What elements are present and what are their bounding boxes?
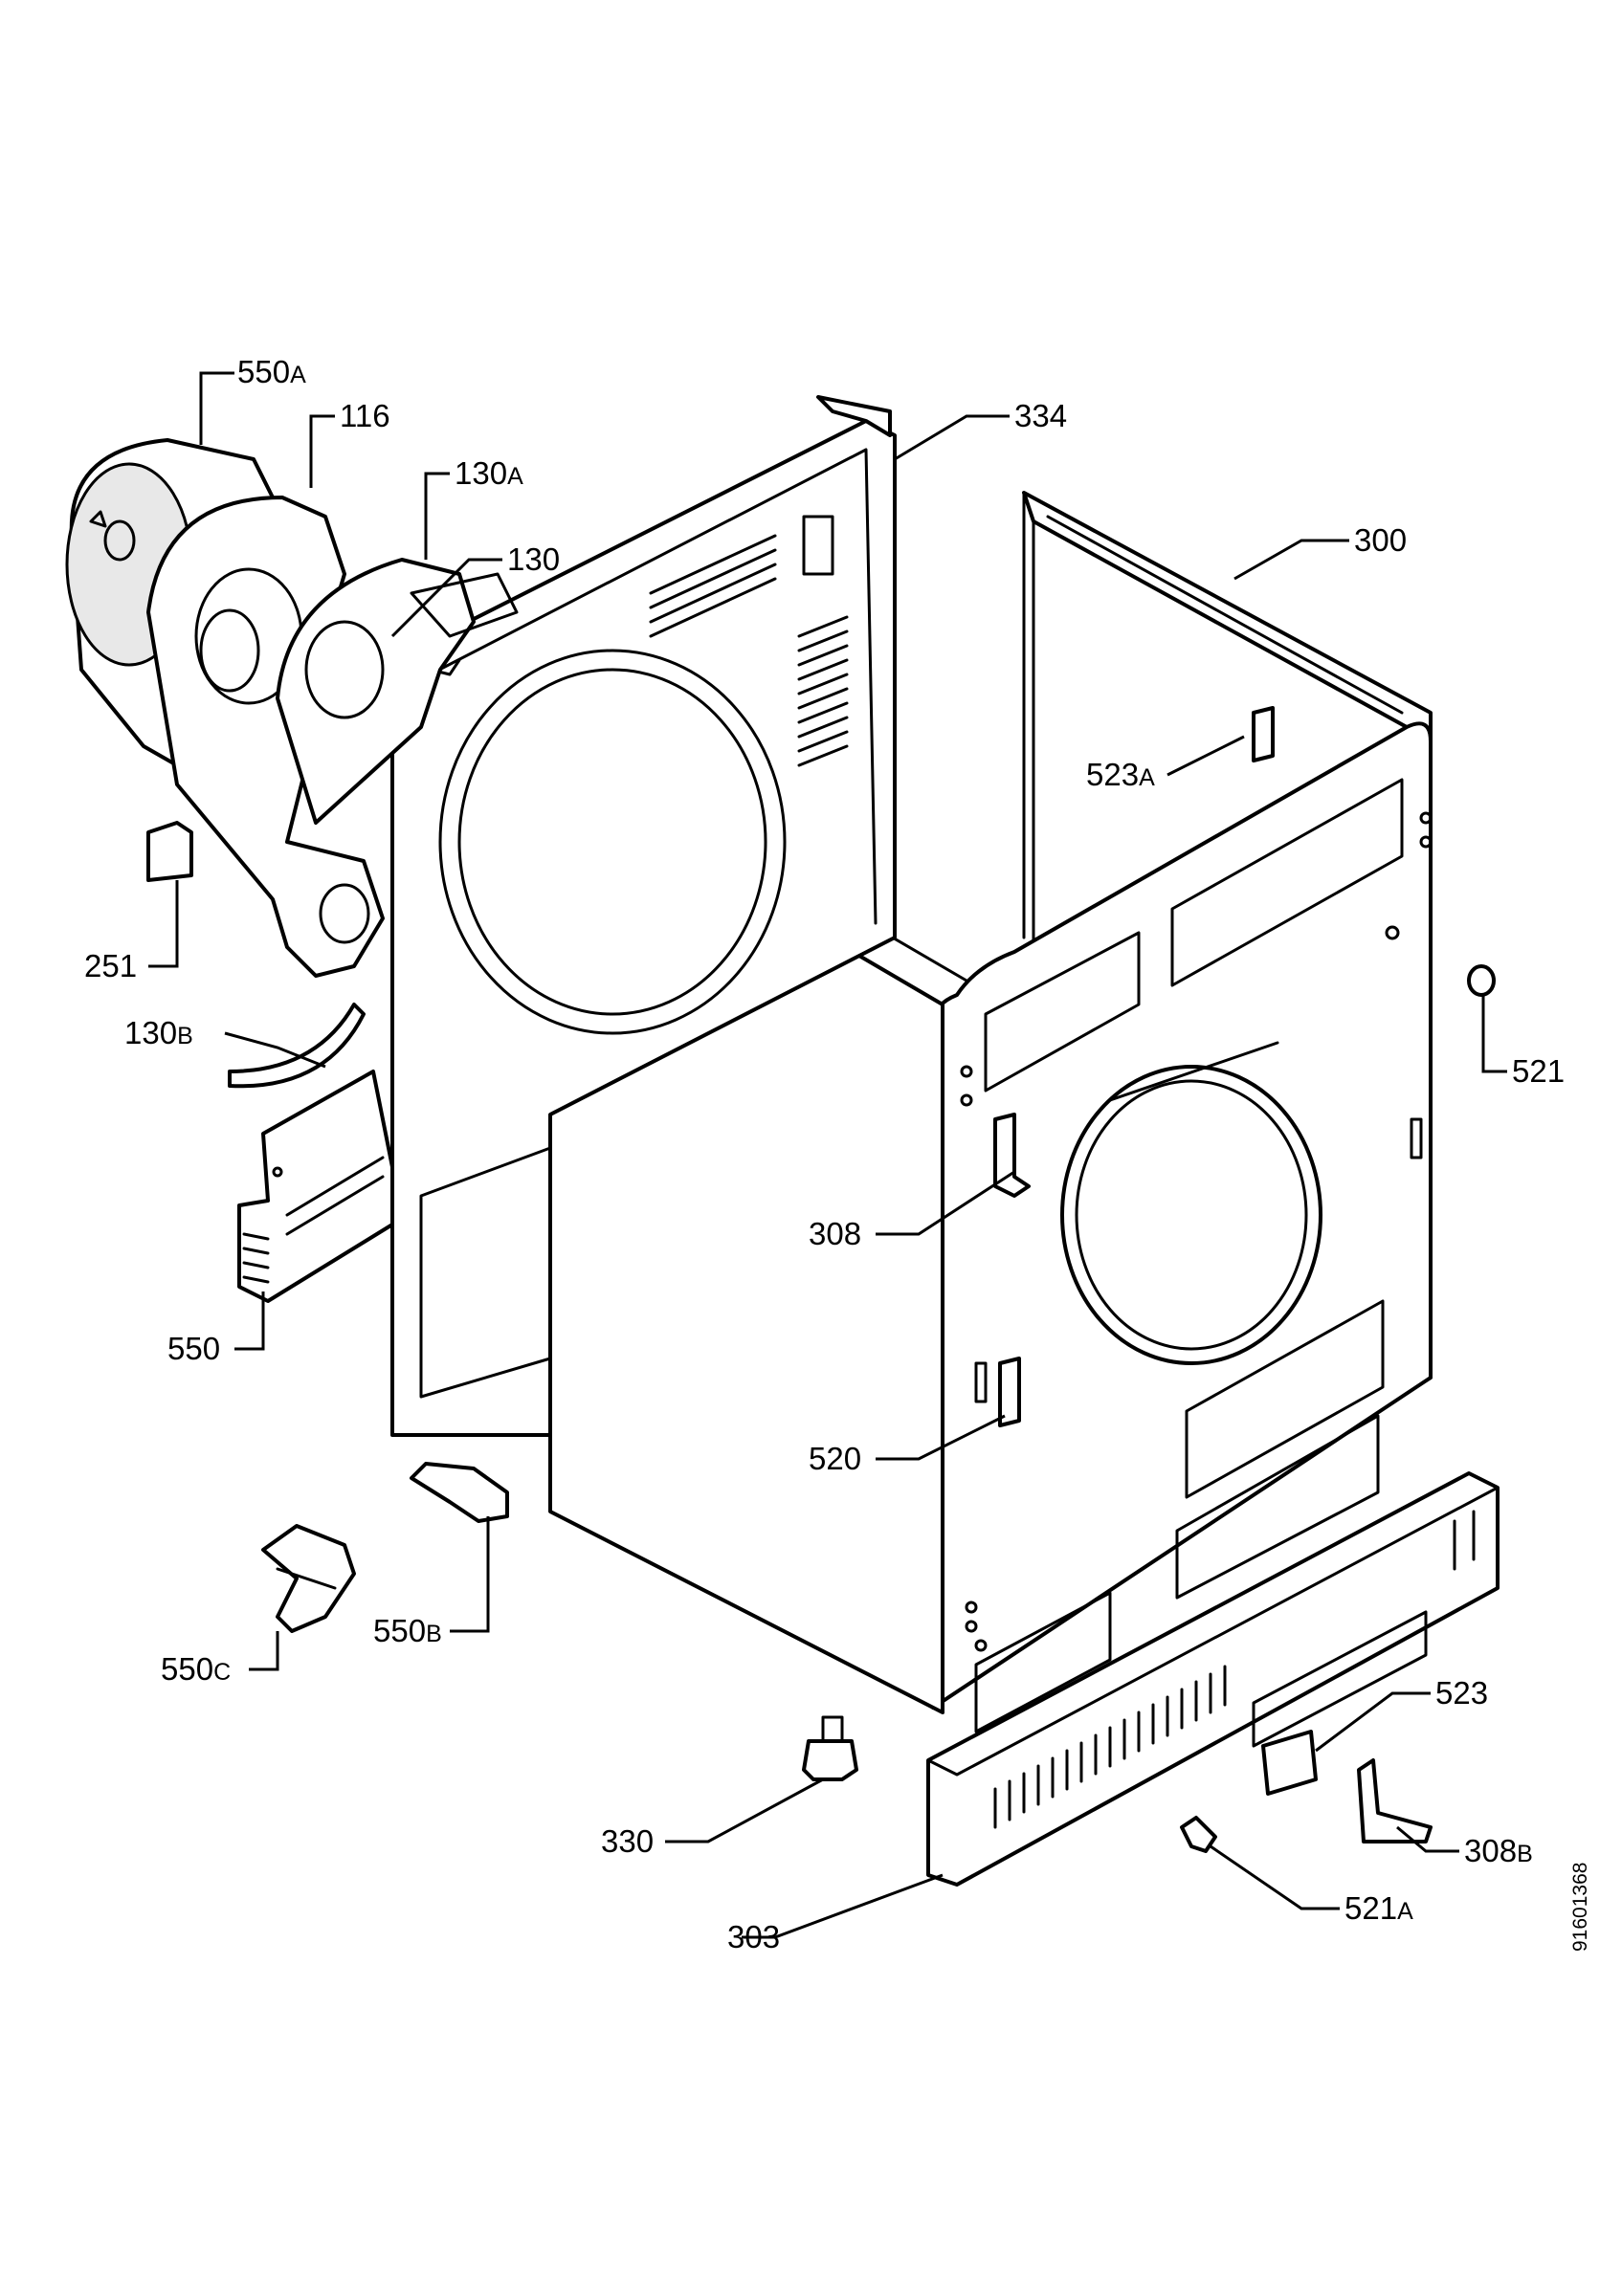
- part-520-catch: [998, 1357, 1021, 1427]
- document-id: 91601368: [1569, 1863, 1591, 1952]
- part-308B-bracket: [1357, 1758, 1433, 1843]
- label-550B: 550B: [373, 1613, 442, 1648]
- label-130: 130: [507, 541, 560, 577]
- part-308-bracket: [993, 1113, 1031, 1198]
- part-550C-hinge: [261, 1524, 356, 1633]
- label-550A: 550A: [237, 354, 306, 389]
- part-521A-screw: [1180, 1816, 1217, 1853]
- part-251-pad: [146, 821, 193, 882]
- vent-slots-334: [649, 534, 849, 767]
- part-523A-bracket: [1252, 706, 1275, 762]
- label-300: 300: [1354, 522, 1407, 558]
- label-521: 521: [1512, 1053, 1565, 1089]
- part-550-filter-housing: [237, 1070, 394, 1303]
- label-303: 303: [727, 1919, 780, 1954]
- label-523A: 523A: [1086, 757, 1155, 792]
- part-labels: 550A 116 130A 130 334 300 523A 251 130B …: [84, 354, 1565, 1954]
- label-520: 520: [809, 1441, 861, 1476]
- part-130-gasket: [410, 572, 519, 638]
- label-521A: 521A: [1344, 1890, 1413, 1926]
- label-523: 523: [1435, 1675, 1488, 1711]
- label-334: 334: [1014, 398, 1067, 433]
- leader-lines: [148, 371, 1507, 1939]
- label-550C: 550C: [161, 1651, 231, 1687]
- part-303-kickplate: [926, 1471, 1500, 1887]
- label-308: 308: [809, 1216, 861, 1251]
- part-523-plate: [1261, 1730, 1318, 1796]
- vent-slots-303: [993, 1665, 1227, 1829]
- part-130B-clip: [228, 1003, 366, 1089]
- label-330: 330: [601, 1823, 654, 1859]
- part-330-foot: [802, 1715, 858, 1781]
- label-251: 251: [84, 948, 137, 983]
- label-550: 550: [167, 1331, 220, 1366]
- part-300-cabinet: [548, 491, 1433, 1733]
- label-116: 116: [340, 398, 390, 433]
- part-550B-latch: [410, 1462, 509, 1523]
- label-308B: 308B: [1464, 1833, 1533, 1868]
- part-521-plug: [1467, 964, 1496, 997]
- label-130B: 130B: [124, 1015, 193, 1050]
- label-130A: 130A: [455, 455, 523, 491]
